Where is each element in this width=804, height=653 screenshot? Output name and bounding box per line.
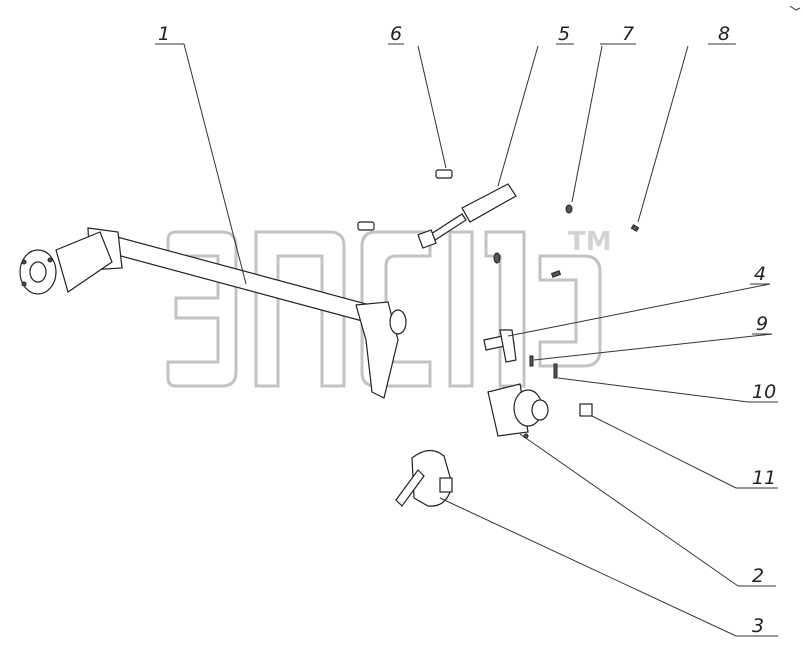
watermark-trademark: TM <box>568 227 612 257</box>
corner-mark <box>789 5 801 11</box>
callout-labels: 1 2 3 4 5 6 7 8 9 10 11 <box>158 23 776 637</box>
loose-clip <box>550 270 562 278</box>
callout-8: 8 <box>718 23 730 45</box>
part-7-fastener <box>565 204 573 214</box>
part-1-axle-tube <box>19 227 407 399</box>
part-3-brake-lever <box>395 449 453 507</box>
watermark-logo: TM <box>166 227 612 388</box>
loose-washer <box>493 252 501 264</box>
part-5-shock <box>417 183 517 249</box>
callout-2: 2 <box>752 565 764 587</box>
part-11-bracket <box>579 403 593 417</box>
leader-lines <box>155 43 778 637</box>
part-6-pin <box>357 169 453 231</box>
callout-5: 5 <box>558 23 570 45</box>
part-2-hub <box>487 383 549 439</box>
callout-4: 4 <box>754 263 766 285</box>
callout-7: 7 <box>622 23 634 45</box>
callout-10: 10 <box>752 381 776 403</box>
part-10-pin <box>553 363 558 379</box>
part-8-fastener <box>630 224 640 232</box>
part-4-pin <box>483 329 517 363</box>
part-9-cotter <box>529 355 534 367</box>
callout-3: 3 <box>752 615 764 637</box>
callout-9: 9 <box>756 313 768 335</box>
callout-1: 1 <box>158 23 170 45</box>
callout-6: 6 <box>390 23 402 45</box>
callout-11: 11 <box>752 467 776 489</box>
